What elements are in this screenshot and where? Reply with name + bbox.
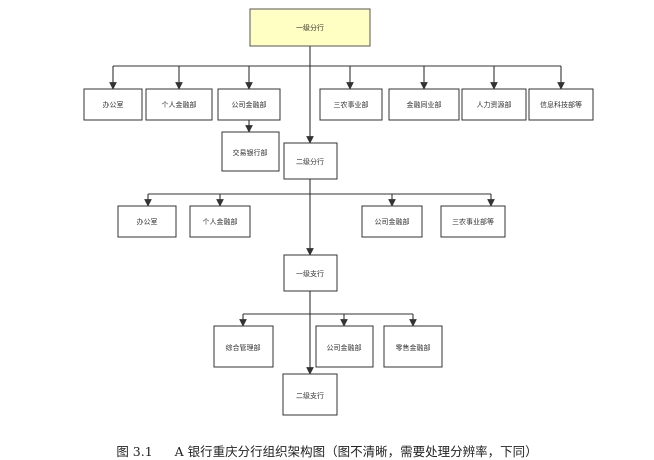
org-chart: 一级分行 办公室 个人金融部 公司金融部 三农事业部 金融同业部 人力资源部 信… — [83, 8, 594, 416]
node-l1-fin-interbank: 金融同业部 — [388, 88, 460, 121]
node-branch2: 二级分行 — [283, 142, 338, 180]
node-s1-corporate-finance: 公司金融部 — [315, 325, 374, 368]
node-l1-hr: 人力资源部 — [461, 88, 527, 121]
node-sub2: 二级支行 — [282, 373, 338, 416]
node-label: 三农事业部等 — [452, 217, 494, 226]
node-l1-it: 信息科技部等 — [528, 88, 594, 121]
node-s1-retail-finance: 零售金融部 — [383, 325, 443, 368]
node-b2-corporate-finance: 公司金融部 — [361, 205, 423, 238]
node-label: 综合管理部 — [226, 343, 261, 352]
node-label: 个人金融部 — [203, 217, 238, 226]
node-label: 金融同业部 — [407, 100, 442, 109]
node-sub1: 一级支行 — [283, 254, 338, 292]
node-label: 二级支行 — [296, 391, 324, 400]
node-label: 办公室 — [103, 100, 124, 109]
node-b2-agri-business: 三农事业部等 — [440, 205, 506, 238]
node-label: 公司金融部 — [375, 217, 410, 226]
connectors — [109, 46, 565, 375]
node-l1-office: 办公室 — [83, 88, 143, 121]
node-label: 公司金融部 — [327, 343, 362, 352]
node-l1-personal-finance: 个人金融部 — [145, 88, 213, 121]
node-label: 个人金融部 — [162, 100, 197, 109]
figure-caption: 图 3.1 A 银行重庆分行组织架构图（图不清晰，需要处理分辨率，下同） — [0, 441, 654, 460]
node-l1-corporate-finance: 公司金融部 — [217, 88, 281, 121]
figure-title: A 银行重庆分行组织架构图（图不清晰，需要处理分辨率，下同） — [174, 444, 538, 459]
node-label: 零售金融部 — [396, 343, 431, 352]
node-b2-personal-finance: 个人金融部 — [189, 205, 251, 238]
node-label: 交易银行部 — [233, 148, 268, 157]
node-label: 办公室 — [137, 217, 158, 226]
node-label: 一级支行 — [296, 269, 324, 278]
node-l1-trading-bank: 交易银行部 — [221, 131, 280, 172]
node-root: 一级分行 — [249, 8, 371, 47]
node-label: 信息科技部等 — [540, 100, 582, 109]
node-label: 公司金融部 — [232, 100, 267, 109]
node-label: 三农事业部 — [334, 100, 369, 109]
figure-number: 图 3.1 — [116, 444, 153, 459]
node-l1-agri-business: 三农事业部 — [319, 88, 383, 121]
node-label: 一级分行 — [296, 23, 324, 32]
node-b2-office: 办公室 — [117, 205, 177, 238]
node-label: 二级分行 — [296, 157, 324, 166]
node-s1-general-mgmt: 综合管理部 — [213, 325, 274, 368]
node-label: 人力资源部 — [477, 100, 512, 109]
